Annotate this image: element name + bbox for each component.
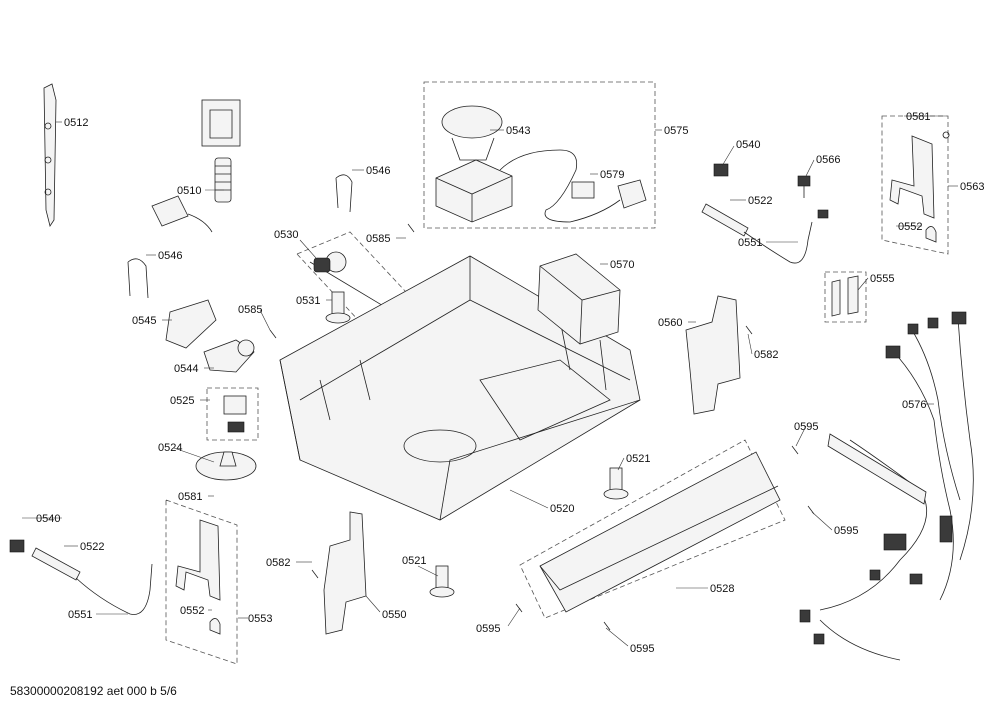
label-0528: 0528: [710, 583, 734, 595]
label-0521: 0521: [402, 555, 426, 567]
label-0595: 0595: [476, 623, 500, 635]
foot-part-0521-left: [429, 565, 455, 598]
foot-part-0521-right: [603, 467, 629, 500]
clip-part-0546-lower: [127, 258, 149, 299]
label-0510: 0510: [177, 185, 201, 197]
label-0566: 0566: [816, 154, 840, 166]
label-0540: 0540: [736, 139, 760, 151]
base-tub-part-0520: [279, 255, 641, 521]
screw-part-0582-a: [745, 325, 753, 335]
label-0530: 0530: [274, 229, 298, 241]
label-0595: 0595: [630, 643, 654, 655]
connector-part-0555: [831, 275, 859, 317]
leader-lines: [22, 115, 958, 647]
label-0595: 0595: [834, 525, 858, 537]
foot-part-0531: [325, 291, 351, 324]
document-footer: 58300000208192 aet 000 b 5/6: [10, 684, 177, 698]
switch-part-0525: [223, 395, 247, 433]
label-0551: 0551: [68, 609, 92, 621]
valve-part-0544: [203, 339, 255, 373]
label-0552: 0552: [898, 221, 922, 233]
label-0531: 0531: [296, 295, 320, 307]
screw-part-0582-b: [311, 569, 319, 579]
control-module-part-0570: [537, 253, 621, 345]
wiring-harness-part-0576: [799, 311, 974, 661]
group-box-0555: [824, 271, 867, 323]
label-0546: 0546: [366, 165, 390, 177]
label-0563: 0563: [960, 181, 984, 193]
label-0546: 0546: [158, 250, 182, 262]
label-0553: 0553: [248, 613, 272, 625]
bracket-part-0545: [165, 299, 217, 349]
disc-part-0524: [195, 451, 257, 481]
label-0570: 0570: [610, 259, 634, 271]
label-0540: 0540: [36, 513, 60, 525]
screw-part-0585-b: [269, 329, 277, 339]
screw-part-0595-a: [791, 445, 799, 455]
screw-part-0595-c: [515, 603, 523, 613]
label-0525: 0525: [170, 395, 194, 407]
label-0512: 0512: [64, 117, 88, 129]
bracket-part-0553: [175, 519, 221, 635]
side-bracket-part-0550: [323, 511, 367, 635]
label-0545: 0545: [132, 315, 156, 327]
label-0544: 0544: [174, 363, 198, 375]
label-0560: 0560: [658, 317, 682, 329]
clip-part-0546-upper: [335, 174, 353, 213]
label-0521: 0521: [626, 453, 650, 465]
label-0522: 0522: [80, 541, 104, 553]
bracket-part-0563: [889, 131, 950, 243]
label-0595: 0595: [794, 421, 818, 433]
group-box-0575: [423, 81, 656, 229]
label-0579: 0579: [600, 169, 624, 181]
inlet-valve-part-0510: [151, 99, 241, 233]
label-0585: 0585: [366, 233, 390, 245]
label-0522: 0522: [748, 195, 772, 207]
label-0581: 0581: [178, 491, 202, 503]
label-0582: 0582: [754, 349, 778, 361]
label-0575: 0575: [664, 125, 688, 137]
label-0581: 0581: [906, 111, 930, 123]
label-0543: 0543: [506, 125, 530, 137]
sensor-parts-lower-left: [9, 539, 153, 615]
label-0550: 0550: [382, 609, 406, 621]
label-0520: 0520: [550, 503, 574, 515]
label-0555: 0555: [870, 273, 894, 285]
pump-assembly-part-0575: [435, 105, 647, 223]
group-box-0528: [519, 439, 786, 619]
group-box-0553: [165, 499, 238, 665]
side-bracket-part-0560: [685, 295, 741, 415]
group-box-0525: [206, 387, 259, 441]
rail-part-0512: [43, 83, 57, 227]
label-0551: 0551: [738, 237, 762, 249]
label-0582: 0582: [266, 557, 290, 569]
label-0552: 0552: [180, 605, 204, 617]
screw-part-0595-d: [603, 621, 611, 631]
sensor-parts-upper-right: [701, 163, 829, 264]
label-0576: 0576: [902, 399, 926, 411]
part-labels: 0512 0510 0546 0546 0543 0575 0579 0540 …: [36, 111, 984, 655]
front-panel-part-0528: [539, 451, 781, 613]
label-0524: 0524: [158, 442, 182, 454]
label-0585: 0585: [238, 304, 262, 316]
screw-part-0585-a: [407, 223, 415, 233]
